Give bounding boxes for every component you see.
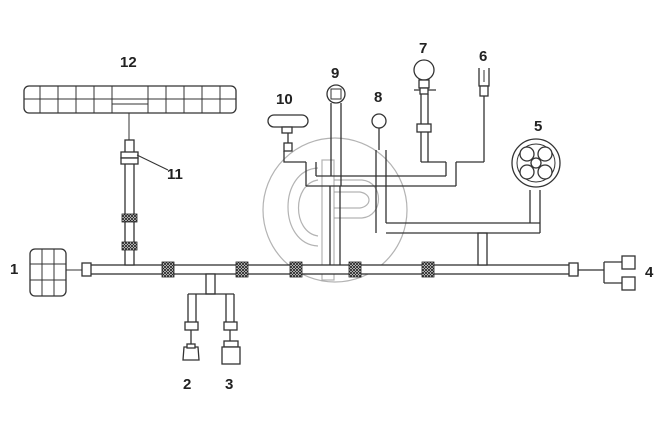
connector-3 [221, 321, 241, 365]
callout-labels: 1 2 3 4 5 6 7 8 9 10 11 12 [10, 40, 654, 393]
callout-11: 11 [167, 166, 183, 183]
tape-wraps [161, 261, 435, 278]
connector-10 [267, 114, 309, 163]
connector-6 [456, 68, 490, 163]
callout-3: 3 [225, 376, 233, 393]
callout-10: 10 [276, 91, 293, 108]
leader-lines [136, 154, 169, 171]
callout-8: 8 [374, 89, 382, 106]
upper-right-trunk [305, 150, 541, 266]
callout-2: 2 [183, 376, 191, 393]
callout-9: 9 [331, 65, 339, 82]
main-harness [66, 262, 579, 277]
callout-12: 12 [120, 54, 137, 71]
connector-5 [511, 138, 561, 188]
callout-1: 1 [10, 261, 18, 278]
connector-8 [371, 113, 387, 150]
light-bar-12 [23, 85, 237, 114]
connector-1 [29, 248, 67, 297]
lower-branch [187, 273, 235, 322]
callout-7: 7 [419, 40, 427, 57]
callout-6: 6 [479, 48, 487, 65]
callout-5: 5 [534, 118, 542, 135]
connector-4 [578, 255, 636, 291]
callout-4: 4 [645, 264, 654, 281]
connector-2 [182, 321, 200, 361]
upper-left-branch [120, 112, 139, 266]
watermark-logo [262, 137, 408, 283]
connector-9 [326, 84, 346, 186]
connector-7 [413, 59, 446, 163]
